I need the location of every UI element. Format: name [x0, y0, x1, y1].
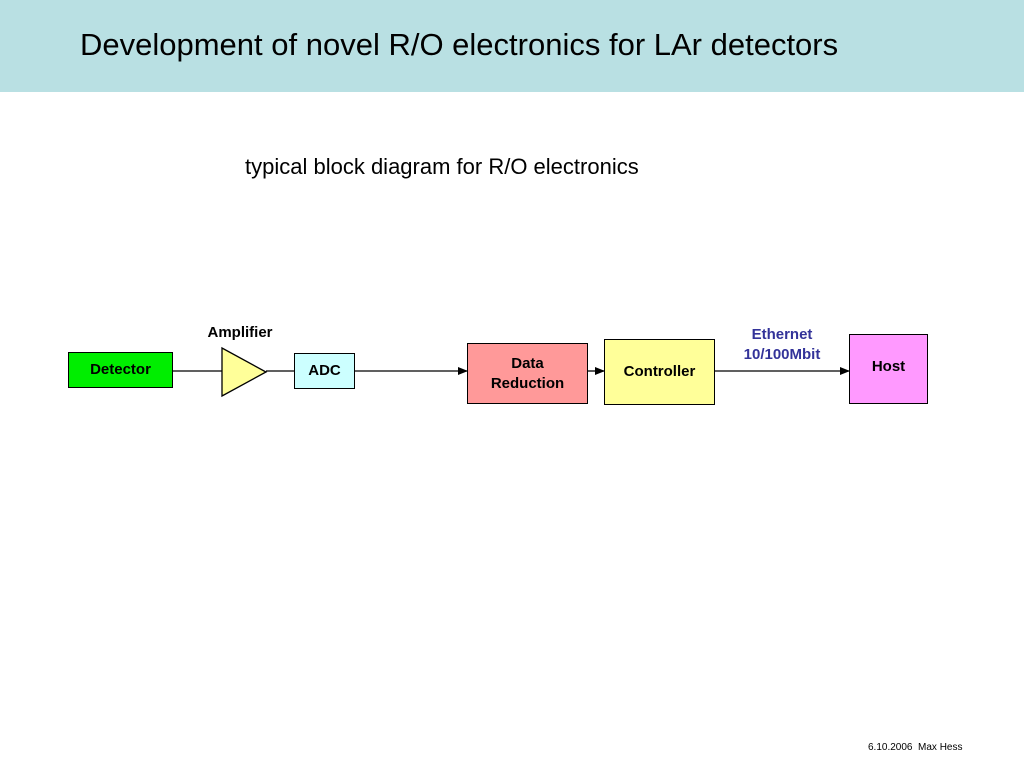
detector-block: Detector [68, 352, 173, 388]
footer-date-author: 6.10.2006 Max Hess [868, 742, 963, 753]
amplifier-label: Amplifier [207, 324, 273, 341]
host-label: Host [871, 358, 906, 375]
adc-block: ADC [294, 353, 355, 389]
data-reduction-label: Data Reduction [490, 355, 565, 392]
adc-label: ADC [308, 362, 341, 380]
page-title: Development of novel R/O electronics for… [80, 27, 839, 62]
ethernet-label: Ethernet 10/100Mbit [743, 326, 821, 363]
controller-label: Controller [623, 363, 696, 381]
title-bar: Development of novel R/O electronics for… [0, 0, 1024, 92]
host-block: Host [849, 334, 928, 404]
detector-label: Detector [90, 361, 151, 379]
controller-block: Controller [604, 339, 715, 405]
diagram-subtitle: typical block diagram for R/O electronic… [245, 154, 639, 179]
amplifier-triangle [221, 346, 268, 398]
data-reduction-block: Data Reduction [467, 343, 588, 404]
